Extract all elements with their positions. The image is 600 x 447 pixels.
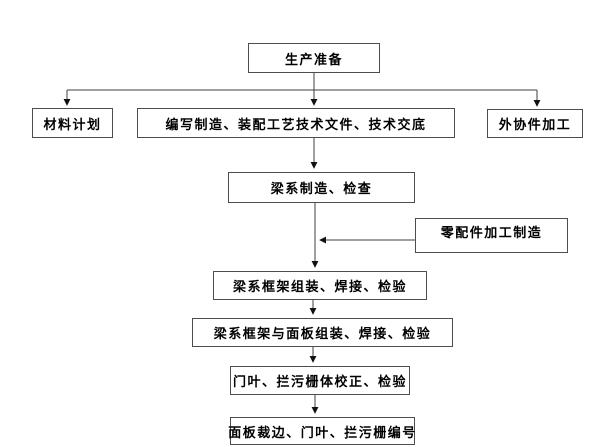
- node-panel-trimming: 面板裁边、门叶、拦污栅编号: [228, 417, 415, 445]
- node-gate-correction: 门叶、拦污栅体校正、检验: [230, 366, 410, 395]
- node-material-plan: 材料计划: [32, 108, 113, 138]
- node-process-docs: 编写制造、装配工艺技术文件、技术交底: [137, 108, 455, 138]
- node-beam-manufacture: 梁系制造、检查: [228, 172, 415, 203]
- node-production-prep: 生产准备: [248, 43, 380, 73]
- node-frame-panel-assembly: 梁系框架与面板组装、焊接、检验: [192, 318, 453, 347]
- node-frame-assembly: 梁系框架组装、焊接、检验: [213, 271, 427, 300]
- node-spare-parts: 零配件加工制造: [415, 218, 568, 253]
- node-outsourced-parts: 外协件加工: [487, 109, 583, 138]
